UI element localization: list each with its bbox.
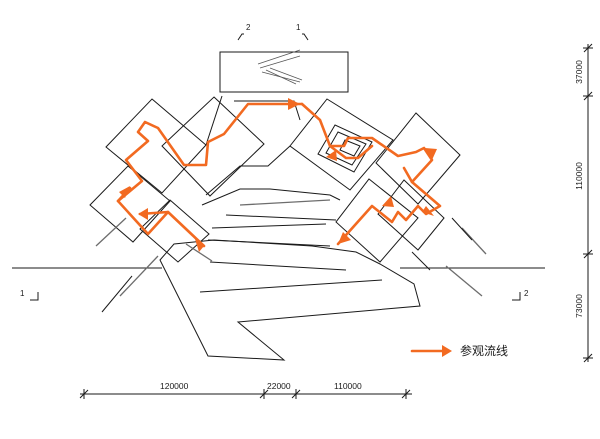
dim-h-1: 120000 (160, 381, 189, 391)
route-arrow-1 (195, 239, 204, 252)
route-arrow-8 (382, 196, 394, 207)
route-arrow-9 (422, 206, 434, 216)
section-1-label-top: 1 (296, 23, 301, 32)
section-2-label-right: 2 (524, 289, 529, 298)
legend-label: 参观流线 (460, 343, 508, 358)
route-path-right-2 (328, 144, 374, 160)
section-2-label-top: 2 (246, 23, 251, 32)
dim-v-1: 37000 (574, 60, 584, 84)
dim-h-3: 110000 (334, 381, 362, 391)
route-arrow-4 (338, 232, 351, 244)
section-mark-1-left: 1 (20, 289, 39, 301)
section-mark-2-right: 2 (512, 289, 529, 301)
dim-v-2: 110000 (574, 162, 584, 190)
route-arrow-3 (425, 148, 437, 160)
left-square-cluster (89, 95, 265, 263)
vertical-dimension: 37000 110000 73000 (574, 43, 593, 363)
visitor-route (116, 98, 442, 252)
route-path-right-3 (402, 166, 414, 184)
route-path-upper-left (116, 102, 304, 248)
route-path-right (300, 102, 442, 246)
route-arrow-6 (138, 208, 148, 220)
route-arrow-7 (326, 150, 337, 161)
section-mark-1-top: 1 (296, 23, 309, 41)
right-square-cluster (289, 98, 461, 271)
dim-h-2: 22000 (267, 381, 291, 391)
legend-arrow-icon (442, 345, 452, 357)
top-block (219, 49, 349, 93)
legend: 参观流线 (410, 343, 508, 358)
dim-v-3: 73000 (574, 294, 584, 318)
section-mark-2-top: 2 (237, 23, 251, 41)
stepped-plate (159, 199, 421, 361)
section-1-label-left: 1 (20, 289, 25, 298)
diagonal-supports (95, 217, 487, 313)
route-arrow-5 (119, 186, 130, 198)
horizontal-dimension: 120000 22000 110000 (79, 381, 412, 399)
connecting-outlines (201, 100, 341, 206)
route-arrow-2 (288, 98, 300, 110)
